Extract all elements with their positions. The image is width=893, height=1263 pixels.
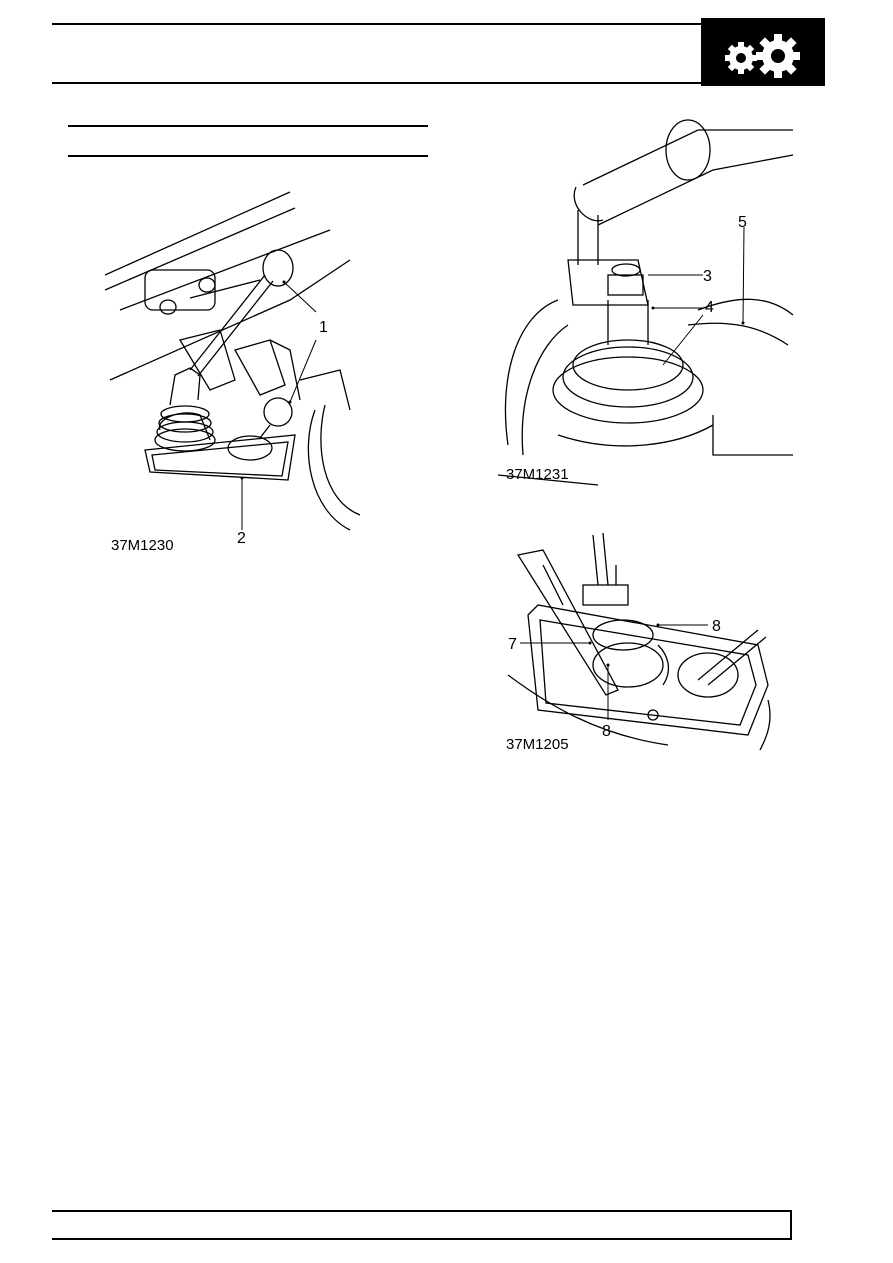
title-rule-bottom [68, 155, 428, 157]
fig1-callout-1: 1 [319, 319, 328, 336]
fig2-callout-3: 3 [703, 268, 712, 285]
gears-icon [725, 34, 800, 78]
fig2-callout-5: 5 [738, 214, 747, 231]
section-icon-box [701, 18, 825, 86]
fig1-callout-2: 2 [237, 530, 246, 547]
figure-lever-clamp: 3 4 5 37M1231 [498, 119, 794, 486]
header-bottom-rule [52, 82, 702, 84]
fig2-id-label: 37M1231 [506, 466, 569, 483]
fig3-id-label: 37M1205 [506, 736, 569, 753]
fig3-callout-8-upper: 8 [712, 618, 721, 635]
figure-lever-removal: 7 8 8 37M1205 [506, 532, 771, 753]
fig3-callout-8-lower: 8 [602, 723, 611, 740]
header-top-rule [52, 23, 822, 25]
page-footer [52, 1210, 792, 1240]
fig1-id-label: 37M1230 [111, 537, 174, 554]
figure-gear-levers: 1 2 37M1230 [104, 191, 360, 554]
title-rule-top [68, 125, 428, 127]
fig3-callout-7: 7 [508, 636, 517, 653]
fig2-callout-4: 4 [705, 299, 714, 316]
